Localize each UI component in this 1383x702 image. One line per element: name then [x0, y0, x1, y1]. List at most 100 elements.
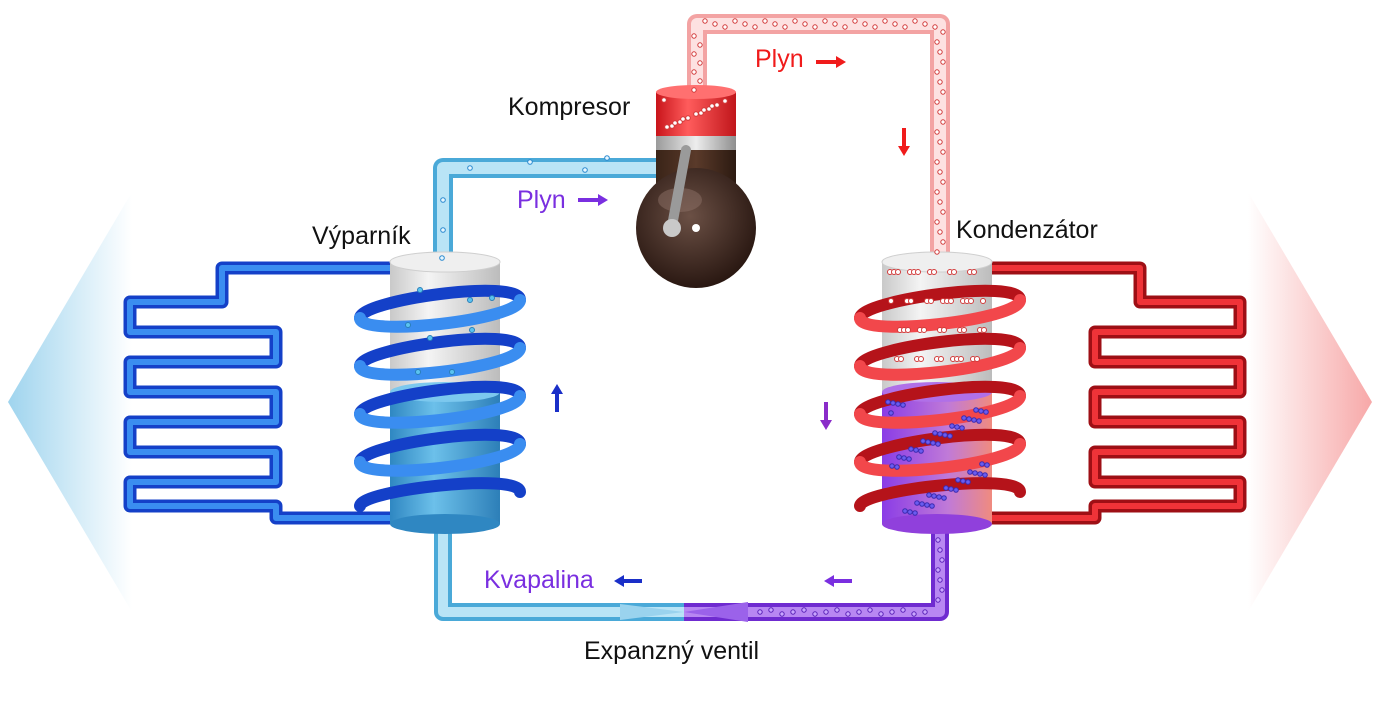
- particle: [661, 97, 667, 103]
- particle: [935, 537, 941, 543]
- particle: [937, 49, 943, 55]
- particle: [948, 298, 954, 304]
- particle: [934, 189, 940, 195]
- particle: [902, 508, 908, 514]
- particle: [697, 78, 703, 84]
- particle: [417, 287, 423, 293]
- particle: [921, 327, 927, 333]
- particle: [757, 609, 763, 615]
- particle: [702, 18, 708, 24]
- particle: [919, 501, 925, 507]
- particle: [582, 167, 588, 173]
- particle: [701, 107, 707, 113]
- particle: [772, 21, 778, 27]
- evaporator-heat-exchanger: [123, 261, 397, 525]
- particle: [934, 99, 940, 105]
- particle: [940, 89, 946, 95]
- particle: [928, 298, 934, 304]
- particle: [971, 269, 977, 275]
- compressor-label: Kompresor: [508, 93, 631, 121]
- particle: [980, 298, 986, 304]
- particle: [896, 454, 902, 460]
- particle: [440, 227, 446, 233]
- particle: [852, 18, 858, 24]
- particle: [867, 607, 873, 613]
- particle: [697, 60, 703, 66]
- particle: [405, 322, 411, 328]
- arrow-left-icon: [614, 575, 642, 587]
- gas-cold-label: Plyn: [517, 186, 566, 214]
- particle: [955, 477, 961, 483]
- particle: [960, 478, 966, 484]
- particle: [943, 485, 949, 491]
- particle: [489, 295, 495, 301]
- particle: [691, 51, 697, 57]
- cold-side-arrow-icon: [8, 192, 132, 612]
- particle: [467, 297, 473, 303]
- particle: [937, 229, 943, 235]
- expansion-valve-label: Expanzný ventil: [584, 637, 760, 665]
- particle: [467, 165, 473, 171]
- particle: [965, 479, 971, 485]
- particle: [937, 577, 943, 583]
- particle: [934, 39, 940, 45]
- particle: [931, 493, 937, 499]
- hot-side-arrow-icon: [1248, 192, 1372, 612]
- particle: [685, 115, 691, 121]
- particle: [940, 59, 946, 65]
- particle: [664, 124, 670, 130]
- particle: [427, 335, 433, 341]
- particle: [902, 24, 908, 30]
- particle: [939, 587, 945, 593]
- particle: [889, 463, 895, 469]
- arrow-down-icon: [898, 128, 910, 156]
- particle: [918, 356, 924, 362]
- particle: [918, 448, 924, 454]
- particle: [449, 369, 455, 375]
- particle: [714, 102, 720, 108]
- particle: [527, 159, 533, 165]
- particle: [680, 116, 686, 122]
- particle: [907, 509, 913, 515]
- particle: [912, 18, 918, 24]
- condenser-spiral: [854, 284, 1026, 512]
- particle: [912, 510, 918, 516]
- particle: [908, 298, 914, 304]
- particle: [930, 440, 936, 446]
- particle: [790, 609, 796, 615]
- particle: [984, 462, 990, 468]
- particle: [934, 249, 940, 255]
- particle: [768, 607, 774, 613]
- particle: [979, 461, 985, 467]
- particle: [932, 24, 938, 30]
- particle: [908, 446, 914, 452]
- particle: [823, 609, 829, 615]
- particle: [940, 239, 946, 245]
- particle: [949, 423, 955, 429]
- particle: [792, 18, 798, 24]
- particle: [878, 611, 884, 617]
- particle: [959, 425, 965, 431]
- particle: [920, 438, 926, 444]
- particle: [937, 79, 943, 85]
- particle: [885, 399, 891, 405]
- particle: [801, 607, 807, 613]
- particle: [752, 24, 758, 30]
- arrow-left-icon: [824, 575, 852, 587]
- particle: [951, 269, 957, 275]
- particle: [722, 24, 728, 30]
- particle: [934, 129, 940, 135]
- particle: [942, 432, 948, 438]
- particle: [978, 408, 984, 414]
- particle: [961, 415, 967, 421]
- particle: [742, 21, 748, 27]
- particle: [922, 21, 928, 27]
- particle: [981, 327, 987, 333]
- particle: [961, 327, 967, 333]
- particle: [958, 356, 964, 362]
- particle: [882, 18, 888, 24]
- particle: [940, 179, 946, 185]
- particle: [901, 455, 907, 461]
- particle: [691, 87, 697, 93]
